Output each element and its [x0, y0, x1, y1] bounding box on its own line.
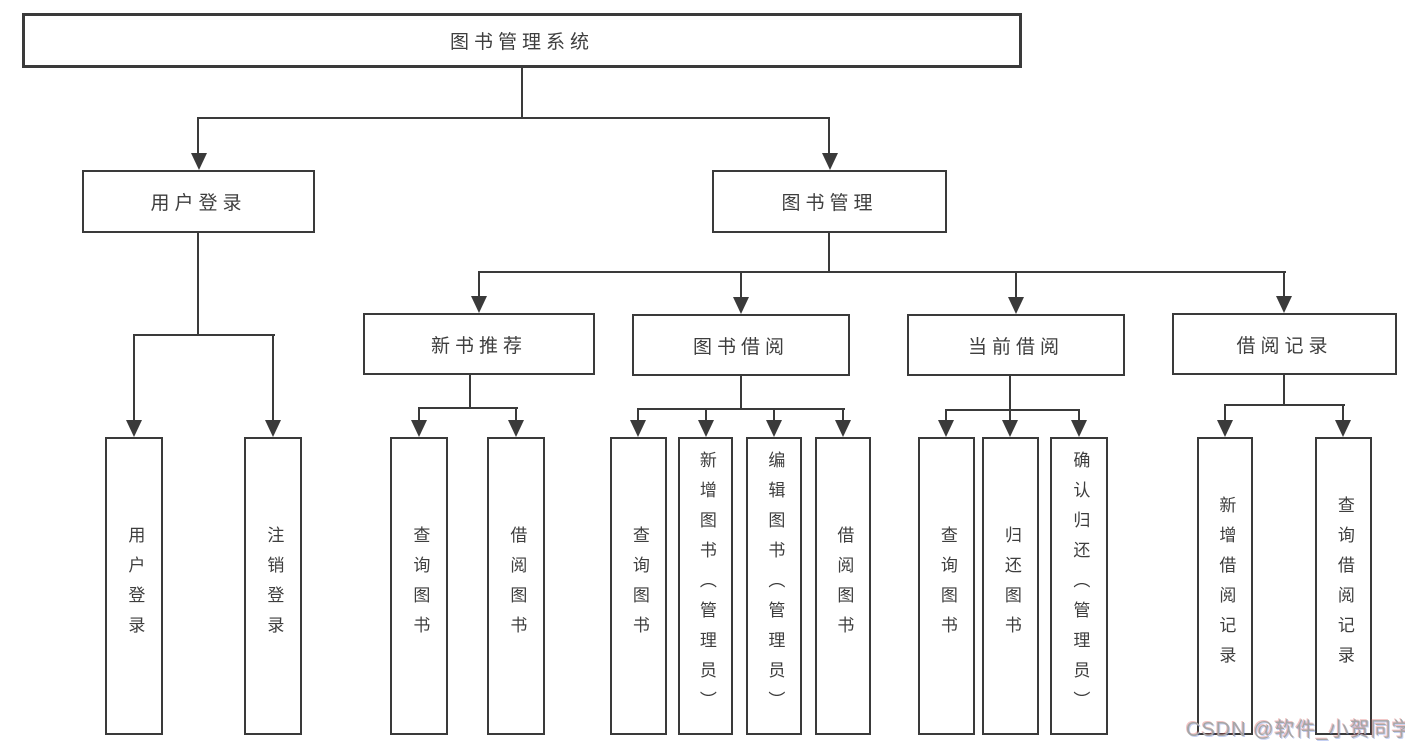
leaf-borrowing-add-books-admin: 新增图书（管理员） — [678, 437, 733, 735]
connector-line — [418, 407, 518, 409]
node-label: 用户登录 — [150, 193, 247, 214]
node-label: 图书管理系统 — [449, 32, 594, 53]
node-label: 查询借阅记录 — [1334, 496, 1354, 676]
node-label: 查询图书 — [410, 526, 430, 646]
arrow-head — [471, 296, 487, 313]
connector-line — [1009, 376, 1011, 411]
arrow-head — [766, 420, 782, 437]
connector-line — [842, 408, 844, 421]
connector-line — [133, 334, 275, 336]
connector-line — [705, 408, 707, 421]
connector-line — [945, 409, 947, 421]
node-label: 查询图书 — [629, 526, 649, 646]
connector-line — [197, 233, 199, 336]
arrow-head — [1008, 297, 1024, 314]
node-book-borrowing: 图书借阅 — [632, 314, 850, 376]
connector-line — [515, 407, 517, 421]
leaf-current-query-books: 查询图书 — [918, 437, 975, 735]
connector-line — [740, 376, 742, 410]
connector-line — [637, 408, 845, 410]
arrow-head — [265, 420, 281, 437]
node-label: 新增借阅记录 — [1216, 496, 1236, 676]
connector-line — [1015, 271, 1017, 298]
connector-line — [828, 233, 830, 273]
arrow-head — [1002, 420, 1018, 437]
connector-line — [197, 117, 199, 154]
leaf-borrowing-borrow-books: 借阅图书 — [815, 437, 871, 735]
arrow-head — [508, 420, 524, 437]
connector-line — [1283, 375, 1285, 406]
leaf-recommend-borrow-books: 借阅图书 — [487, 437, 545, 735]
connector-line — [1283, 271, 1285, 297]
node-label: 查询图书 — [937, 526, 957, 646]
connector-line — [945, 409, 1080, 411]
leaf-current-return-books: 归还图书 — [982, 437, 1039, 735]
leaf-records-query-record: 查询借阅记录 — [1315, 437, 1372, 735]
arrow-head — [835, 420, 851, 437]
arrow-head — [1217, 420, 1233, 437]
node-label: 编辑图书（管理员） — [765, 451, 785, 721]
connector-line — [478, 271, 480, 297]
connector-line — [272, 334, 274, 421]
connector-line — [478, 271, 1286, 273]
connector-line — [1224, 404, 1226, 421]
leaf-borrowing-edit-books-admin: 编辑图书（管理员） — [746, 437, 802, 735]
arrow-head — [1071, 420, 1087, 437]
node-library-management-system: 图书管理系统 — [22, 13, 1022, 68]
connector-line — [1224, 404, 1345, 406]
leaf-recommend-query-books: 查询图书 — [390, 437, 448, 735]
node-label: 图书管理 — [781, 193, 878, 214]
node-label: 当前借阅 — [967, 336, 1064, 358]
node-label: 借阅记录 — [1236, 335, 1333, 357]
leaf-current-confirm-return-admin: 确认归还（管理员） — [1050, 437, 1108, 735]
connector-line — [1078, 409, 1080, 421]
node-label: 图书借阅 — [692, 336, 789, 358]
csdn-watermark: CSDN @软件_小贺同学 — [1186, 719, 1405, 741]
arrow-head — [733, 297, 749, 314]
arrow-head — [411, 420, 427, 437]
arrow-head — [1335, 420, 1351, 437]
connector-line — [521, 68, 523, 119]
node-user-login: 用户登录 — [82, 170, 315, 233]
node-label: 归还图书 — [1001, 526, 1021, 646]
arrow-head — [191, 153, 207, 170]
node-label: 新书推荐 — [430, 335, 527, 357]
connector-line — [1342, 404, 1344, 421]
connector-line — [1009, 409, 1011, 421]
leaf-records-add-record: 新增借阅记录 — [1197, 437, 1253, 735]
arrow-head — [126, 420, 142, 437]
arrow-head — [938, 420, 954, 437]
node-label: 借阅图书 — [507, 526, 527, 646]
connector-line — [637, 408, 639, 421]
connector-line — [197, 117, 830, 119]
arrow-head — [698, 420, 714, 437]
node-label: 注销登录 — [264, 526, 284, 646]
arrow-head — [630, 420, 646, 437]
node-label: 用户登录 — [125, 526, 145, 646]
connector-line — [740, 271, 742, 298]
connector-line — [418, 407, 420, 421]
leaf-logout: 注销登录 — [244, 437, 302, 735]
leaf-borrowing-query-books: 查询图书 — [610, 437, 667, 735]
connector-line — [773, 408, 775, 421]
connector-line — [469, 375, 471, 409]
node-label: 确认归还（管理员） — [1070, 451, 1090, 721]
node-book-management: 图书管理 — [712, 170, 947, 233]
arrow-head — [822, 153, 838, 170]
node-label: 借阅图书 — [834, 526, 854, 646]
node-label: 新增图书（管理员） — [696, 451, 716, 721]
node-new-book-recommend: 新书推荐 — [363, 313, 595, 375]
node-borrowing-records: 借阅记录 — [1172, 313, 1397, 375]
node-current-borrowing: 当前借阅 — [907, 314, 1125, 376]
arrow-head — [1276, 296, 1292, 313]
connector-line — [828, 117, 830, 154]
leaf-user-login: 用户登录 — [105, 437, 163, 735]
connector-line — [133, 334, 135, 421]
